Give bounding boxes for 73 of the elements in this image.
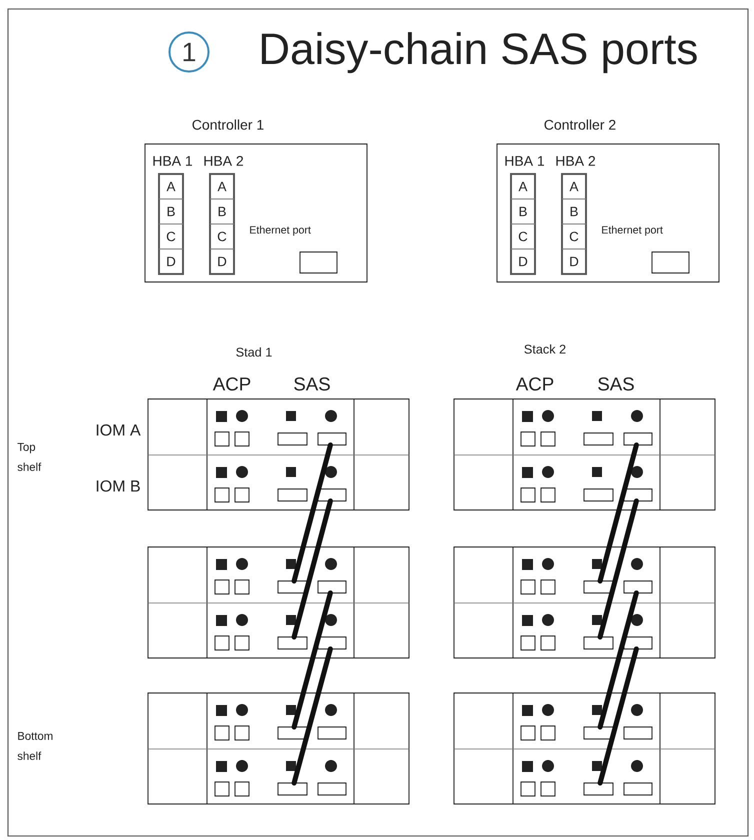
sas-port: [278, 488, 308, 502]
sas-port: [624, 432, 652, 446]
sas-port: [318, 782, 346, 796]
sas-port: [624, 488, 652, 502]
cable: [598, 646, 639, 786]
hba-label: HBA 1: [505, 156, 544, 166]
module-label: IOM A: [96, 424, 141, 436]
sas-port: [318, 488, 346, 502]
cable: [292, 442, 333, 584]
sas-port: [584, 782, 614, 796]
title: Daisy-chain SAS ports: [262, 32, 697, 74]
disk-shelf: [148, 546, 410, 658]
sas-port: [278, 580, 308, 594]
disk-shelf: [454, 692, 716, 804]
port-cell: B: [158, 198, 184, 224]
port-cell: D: [158, 248, 184, 274]
port-cell: A: [158, 174, 184, 200]
port-label: Ethernet port: [250, 226, 311, 236]
stack-label: Stad 1: [236, 347, 272, 357]
shelf-label: Bottom shelf: [18, 732, 52, 760]
sas-port: [584, 432, 614, 446]
sas-port: [278, 636, 308, 650]
port-cell: B: [510, 198, 536, 224]
sas-port: [278, 432, 308, 446]
cable: [598, 442, 639, 584]
sas-port: [584, 636, 614, 650]
sas-port: [318, 432, 346, 446]
hba-label: HBA 2: [204, 156, 243, 166]
sas-port: [624, 636, 652, 650]
sas-port: [584, 488, 614, 502]
module-label: IOM B: [96, 480, 140, 492]
hba-label: HBA 2: [556, 156, 595, 166]
port-cell: D: [210, 248, 234, 274]
stack-label: Stack 2: [524, 344, 566, 354]
sas-port: [278, 726, 308, 740]
sas-port: [318, 636, 346, 650]
cable: [598, 590, 639, 730]
sas-port: [624, 580, 652, 594]
cable: [292, 590, 333, 730]
port-cell: A: [210, 174, 234, 200]
sas-port: [318, 726, 346, 740]
port-cell: B: [562, 198, 586, 224]
sas-port: [278, 782, 308, 796]
step-number: 1: [168, 32, 210, 73]
controller-label: Controller 1: [192, 119, 264, 130]
sas-port: [584, 726, 614, 740]
column-heading: ACP: [212, 377, 250, 391]
port-cell: C: [158, 224, 184, 250]
port-label: Ethernet port: [602, 226, 663, 236]
port-cell: D: [562, 248, 586, 274]
hba-label: HBA 1: [153, 156, 192, 166]
sas-port: [318, 580, 346, 594]
column-heading: SAS: [294, 377, 330, 391]
port-cell: A: [510, 174, 536, 200]
port-cell: B: [210, 198, 234, 224]
disk-shelf: [454, 546, 716, 658]
sas-port: [584, 580, 614, 594]
port-cell: D: [510, 248, 536, 274]
disk-shelf: [454, 398, 716, 510]
port-cell: C: [562, 224, 586, 250]
sas-port: [624, 726, 652, 740]
shelf-label: Top shelf: [18, 443, 42, 471]
column-heading: SAS: [598, 377, 634, 391]
cable: [292, 498, 333, 640]
controller-label: Controller 2: [544, 119, 616, 130]
column-heading: ACP: [516, 377, 554, 391]
sas-port: [624, 782, 652, 796]
port-cell: C: [210, 224, 234, 250]
disk-shelf: [148, 398, 410, 510]
disk-shelf: [148, 692, 410, 804]
port-cell: C: [510, 224, 536, 250]
port-cell: A: [562, 174, 586, 200]
cable: [292, 646, 333, 786]
